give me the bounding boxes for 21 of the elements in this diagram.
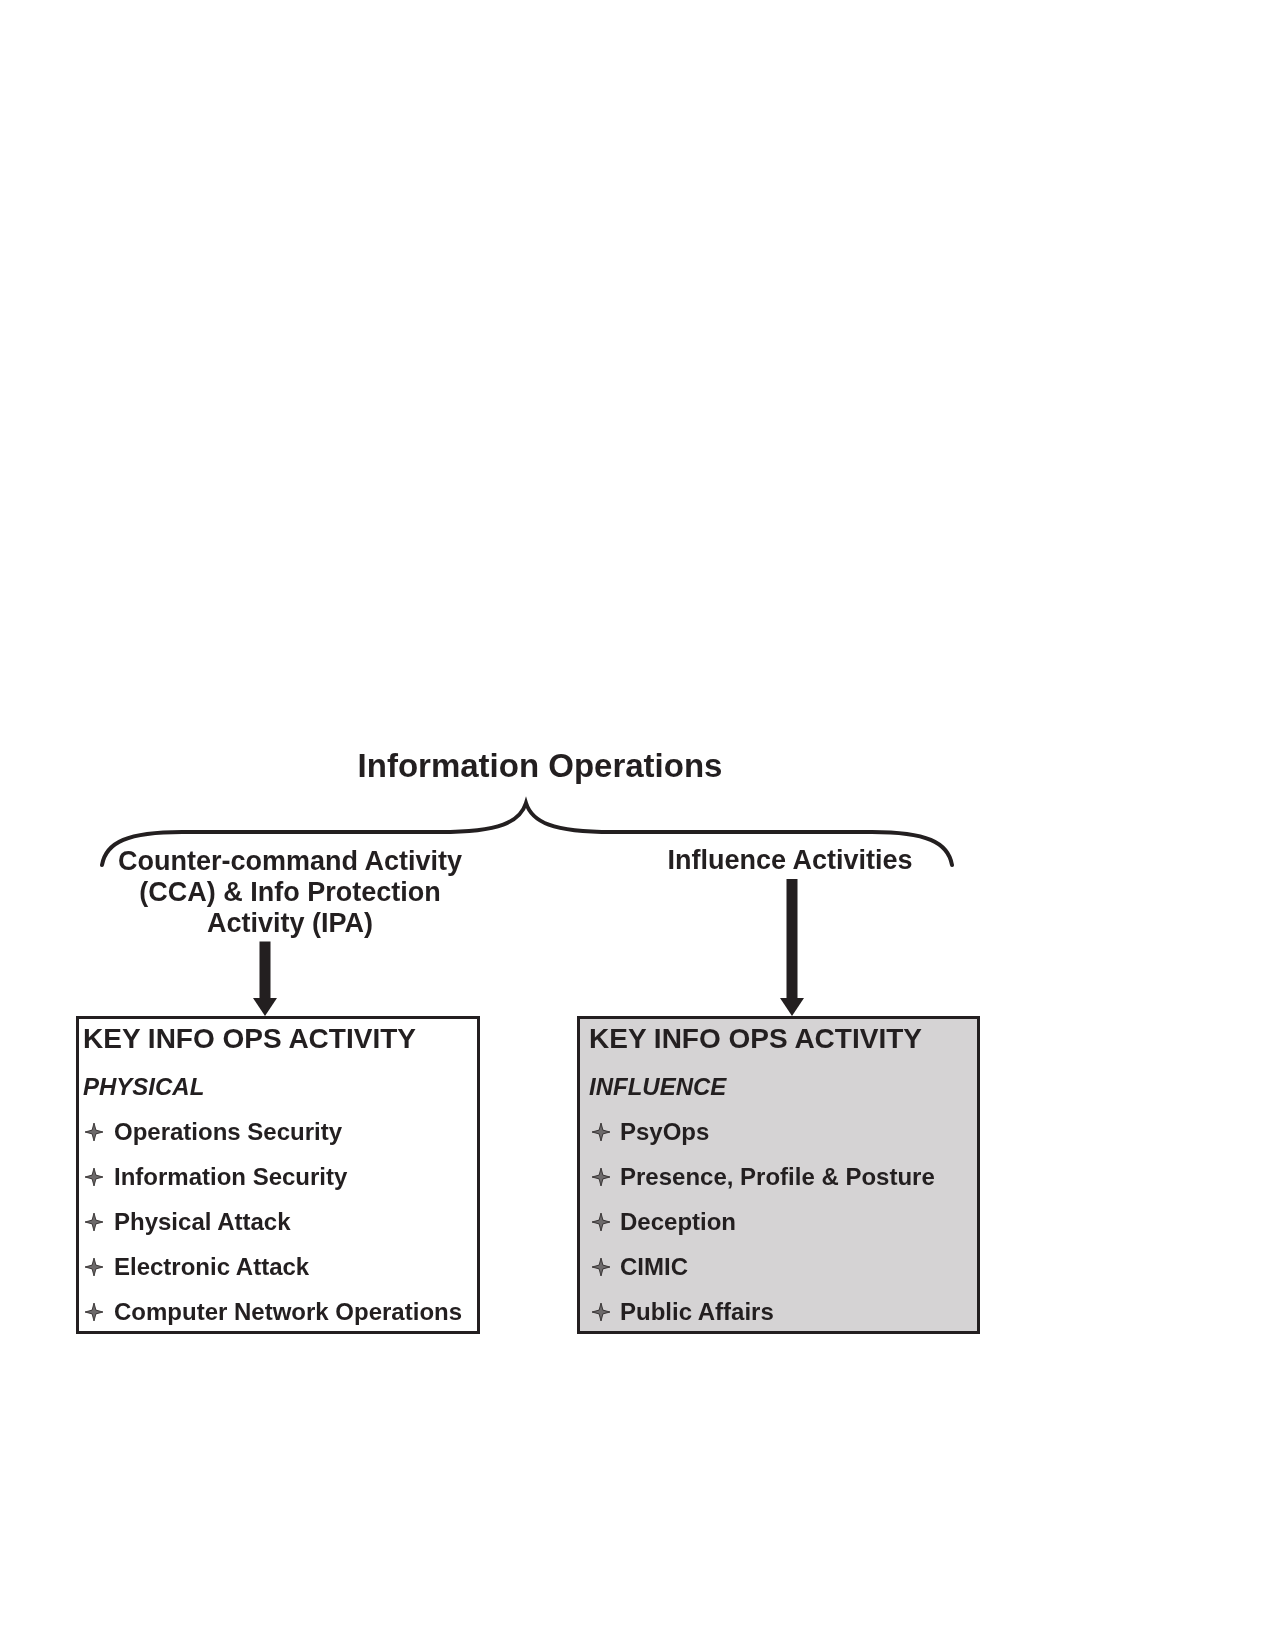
arrow — [253, 941, 277, 1016]
list-item: Public Affairs — [620, 1297, 774, 1327]
list-item: Electronic Attack — [114, 1252, 310, 1282]
list-item: PsyOps — [620, 1117, 710, 1147]
category-heading: Influence Activities — [667, 845, 913, 876]
list-item: Physical Attack — [114, 1207, 291, 1237]
box-heading: KEY INFO OPS ACTIVITY — [83, 1024, 416, 1054]
list-item: Operations Security — [114, 1117, 343, 1147]
list-item: Computer Network Operations — [114, 1297, 463, 1327]
list-item: Information Security — [114, 1162, 348, 1192]
diagram-title: Information Operations — [357, 746, 723, 786]
activity-box — [76, 1016, 480, 1334]
arrow — [780, 879, 804, 1016]
activity-box — [577, 1016, 980, 1334]
category-label: INFLUENCE — [589, 1072, 727, 1102]
box-heading: KEY INFO OPS ACTIVITY — [589, 1024, 922, 1054]
list-item: Deception — [620, 1207, 736, 1237]
list-item: Presence, Profile & Posture — [620, 1162, 935, 1192]
category-label: PHYSICAL — [83, 1072, 205, 1102]
category-heading: Counter-command Activity (CCA) & Info Protection Activity (IPA) — [112, 845, 468, 939]
list-item: CIMIC — [620, 1252, 688, 1282]
